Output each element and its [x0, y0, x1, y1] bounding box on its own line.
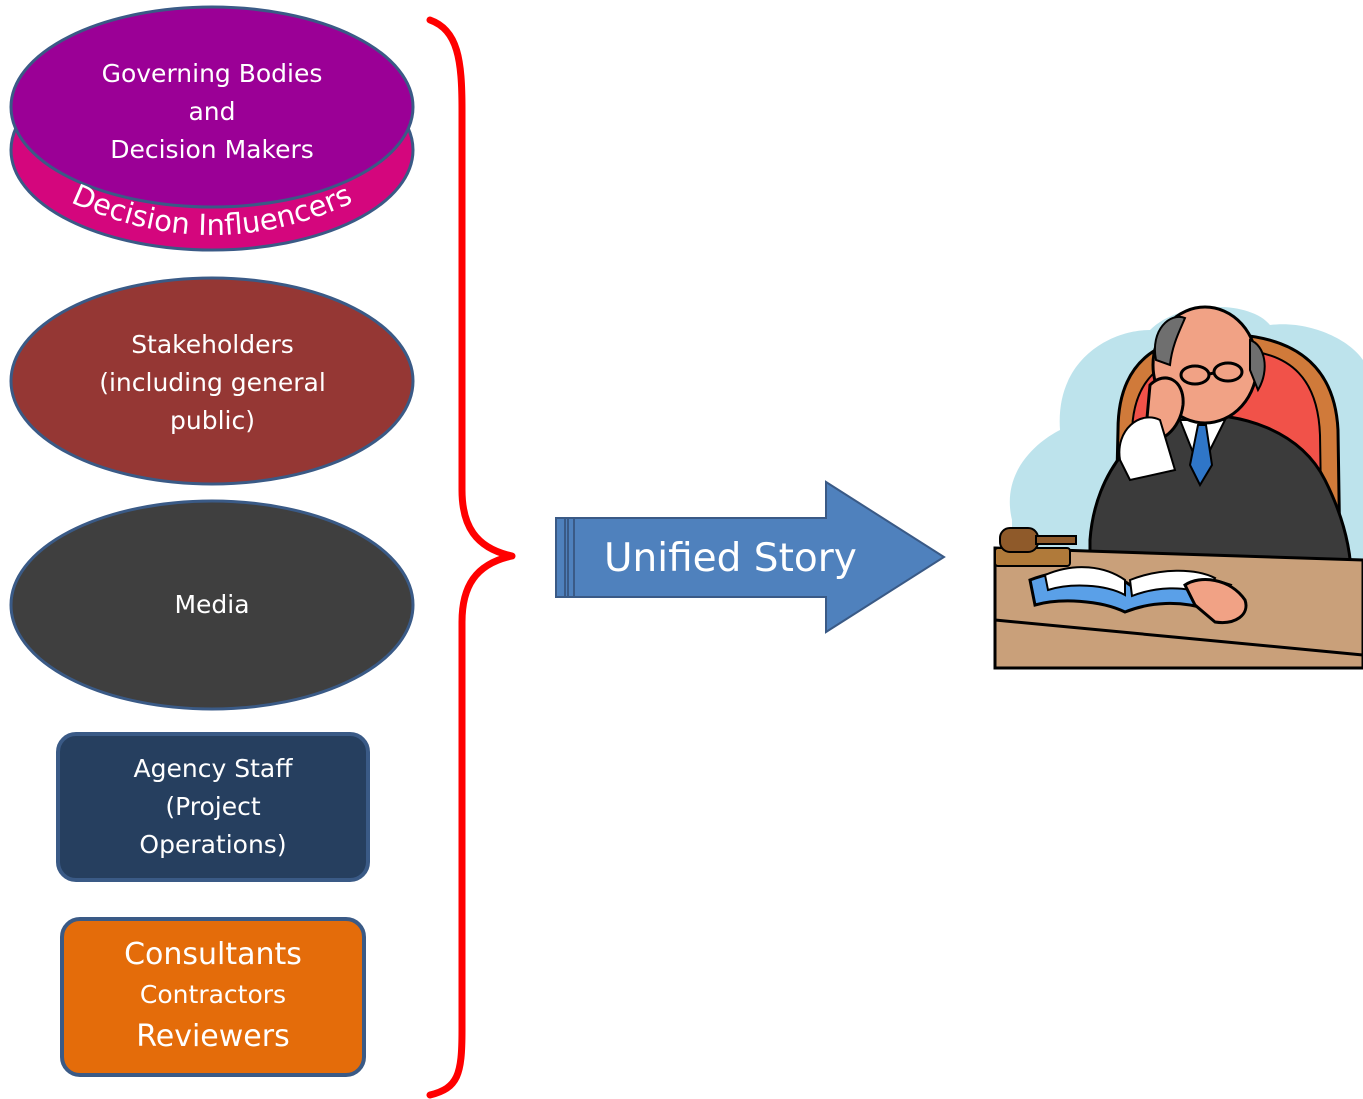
consultants-line-2: Contractors [139, 980, 287, 1009]
consultants-line-1: Consultants [124, 937, 302, 972]
unified-story-label: Unified Story [604, 535, 857, 581]
judge-reading-book-icon [993, 305, 1363, 670]
consultants-line-3: Reviewers [136, 1019, 290, 1054]
agency-line-1: Agency Staff [133, 754, 293, 783]
stakeholders-line-2: (including general [99, 367, 326, 397]
stakeholders-label: Stakeholders (including general public) [40, 325, 385, 440]
media-line-1: Media [174, 590, 250, 619]
agency-line-3: Operations) [139, 830, 287, 859]
governing-line-1: Governing Bodies [101, 59, 323, 88]
agency-line-2: (Project [165, 792, 261, 821]
stakeholders-ellipse [9, 276, 415, 486]
media-ellipse [9, 499, 415, 711]
governing-bodies-disc: Decision Influencers [9, 5, 415, 252]
governing-line-3: Decision Makers [110, 135, 314, 164]
governing-line-2: and [188, 97, 236, 126]
unified-story-arrow [555, 480, 946, 634]
consultants-box: Consultants Contractors Reviewers [60, 917, 366, 1077]
governing-bodies-top [9, 5, 415, 209]
media-label: Media [12, 585, 412, 625]
governing-bodies-label: Governing Bodies and Decision Makers [12, 52, 412, 172]
stakeholders-line-3: public) [170, 405, 255, 435]
stakeholders-line-1: Stakeholders [131, 329, 294, 359]
agency-staff-box: Agency Staff (Project Operations) [56, 732, 370, 882]
grouping-brace [426, 16, 516, 1099]
